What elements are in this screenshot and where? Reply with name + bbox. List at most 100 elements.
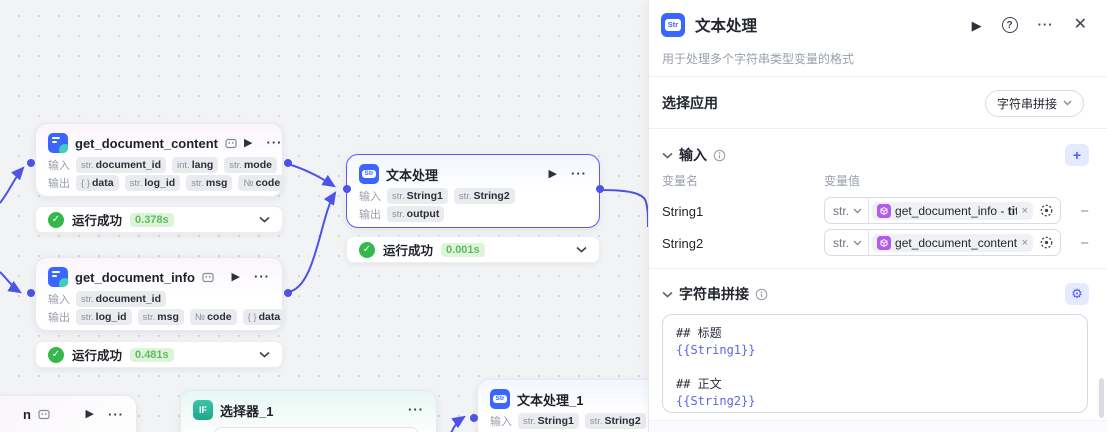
plugin-doc-icon	[48, 133, 68, 153]
chevron-down-icon	[853, 240, 862, 246]
node-inputs-row: 输入 str.document_id	[36, 290, 282, 308]
port-doc-content-in	[27, 159, 35, 167]
remove-reference-icon[interactable]: ×	[1021, 236, 1028, 249]
node-title: 选择器_1	[220, 403, 274, 419]
variable-table-header: 变量名 变量值	[662, 172, 1089, 189]
remove-reference-icon[interactable]: ×	[1021, 204, 1028, 217]
locate-node-icon[interactable]	[1039, 203, 1054, 218]
divider	[868, 198, 870, 223]
port-doc-info-in	[27, 289, 35, 297]
status-bar-text-proc[interactable]: ✓ 运行成功 0.001s	[346, 236, 600, 263]
variable-name: String1	[662, 203, 704, 219]
col-variable-name: 变量名	[662, 174, 699, 188]
concat-settings-gear-icon[interactable]: ⚙	[1065, 283, 1089, 305]
io-tag: str.String2	[453, 188, 515, 204]
divider	[649, 420, 1107, 421]
io-label: 输入	[48, 160, 70, 172]
select-app-label: 选择应用	[662, 95, 718, 111]
status-label: 运行成功	[72, 349, 123, 363]
edge-into-text-proc-1	[450, 415, 466, 432]
node-title: n	[23, 407, 31, 422]
workflow-canvas[interactable]: get_document_content ▶ ··· 输入 str.docume…	[0, 0, 648, 432]
node-more-button[interactable]: ···	[254, 269, 270, 285]
io-label: 输入	[490, 416, 512, 428]
chevron-down-icon[interactable]	[259, 216, 270, 223]
selector-condition-box[interactable]	[214, 427, 419, 432]
code-line-variable: {{String2}}	[676, 394, 756, 408]
node-more-button[interactable]: ···	[108, 406, 124, 422]
status-time: 0.001s	[441, 242, 485, 257]
collapse-icon[interactable]	[662, 152, 673, 159]
type-select[interactable]: str.	[825, 204, 868, 218]
add-variable-button[interactable]: +	[1065, 144, 1089, 166]
panel-more-button[interactable]: ···	[1037, 17, 1054, 33]
node-config-panel: Str 文本处理 ▶ ? ··· ✕ 用于处理多个字符串类型变量的格式 选择应用…	[648, 0, 1107, 432]
remove-variable-button[interactable]: −	[1080, 202, 1089, 220]
variable-value-input[interactable]: str. get_document_info - title ×	[824, 197, 1061, 224]
concat-section-title: 字符串拼接	[679, 286, 749, 302]
close-icon[interactable]: ✕	[1073, 16, 1087, 33]
node-title: get_document_content	[75, 135, 219, 151]
node-inputs-row: 输入 str.String1 str.String2	[347, 187, 599, 205]
node-run-button[interactable]: ▶	[244, 136, 253, 149]
help-icon[interactable]: ?	[1001, 17, 1018, 33]
io-label: 输出	[48, 178, 70, 190]
panel-title: 文本处理	[695, 18, 758, 35]
collapse-icon[interactable]	[662, 291, 673, 298]
port-doc-info-out	[284, 289, 292, 297]
app-select[interactable]: 字符串拼接	[984, 89, 1084, 117]
reference-tag[interactable]: get_document_info - title ×	[872, 201, 1033, 220]
panel-bottom-strip	[649, 421, 1107, 432]
node-more-button[interactable]: ···	[266, 135, 283, 151]
divider	[868, 230, 870, 255]
io-tag: str.String2	[584, 413, 646, 429]
status-bar-doc-info[interactable]: ✓ 运行成功 0.481s	[35, 341, 283, 368]
run-node-button[interactable]: ▶	[971, 17, 982, 33]
node-text-proc-1[interactable]: Str 文本处理_1 输入 str.String1 str.String2	[477, 379, 648, 432]
concat-template-editor[interactable]: ## 标题 {{String1}} ## 正文 {{String2}}	[662, 314, 1088, 413]
node-partial[interactable]: n ▶ ···	[0, 395, 137, 432]
edge-into-doc-content	[0, 166, 25, 204]
variable-row: String1 str. get_document_info - title ×…	[662, 197, 1089, 225]
io-tag: { }data	[242, 309, 286, 325]
type-select[interactable]: str.	[825, 236, 868, 250]
status-label: 运行成功	[383, 244, 434, 258]
node-more-button[interactable]: ···	[571, 166, 587, 182]
node-inputs-row: 输入 str.String1 str.String2	[478, 412, 648, 430]
node-get-document-content[interactable]: get_document_content ▶ ··· 输入 str.docume…	[35, 123, 286, 197]
node-run-button[interactable]: ▶	[548, 167, 557, 180]
io-tag: str.log_id	[76, 309, 132, 325]
panel-header: Str 文本处理 ▶ ? ··· ✕	[661, 10, 1087, 40]
remove-variable-button[interactable]: −	[1080, 234, 1089, 252]
variable-value-input[interactable]: str. get_document_content - c ×	[824, 229, 1061, 256]
status-bar-doc-content[interactable]: ✓ 运行成功 0.378s	[35, 206, 283, 233]
edge-doc-info-to-text-proc	[287, 191, 337, 293]
node-get-document-info[interactable]: get_document_info ▶ ··· 输入 str.document_…	[35, 257, 286, 331]
plugin-doc-icon	[48, 267, 68, 287]
io-tag: str.msg	[137, 309, 184, 325]
locate-node-icon[interactable]	[1039, 235, 1054, 250]
chevron-down-icon[interactable]	[576, 246, 587, 253]
node-more-button[interactable]: ···	[408, 402, 424, 418]
variable-row: String2 str. get_document_content - c × …	[662, 229, 1089, 257]
node-run-button[interactable]: ▶	[85, 408, 94, 420]
divider	[649, 76, 1107, 77]
io-label: 输出	[48, 312, 70, 324]
io-tag: str.log_id	[124, 175, 181, 191]
io-tag: str.output	[387, 206, 445, 222]
node-outputs-row: 输出 str.output	[347, 205, 599, 223]
status-time: 0.378s	[130, 212, 174, 227]
chevron-down-icon	[853, 208, 862, 214]
panel-scrollbar[interactable]	[1099, 378, 1104, 418]
node-run-button[interactable]: ▶	[231, 270, 240, 283]
app-select-value: 字符串拼接	[996, 96, 1057, 111]
chevron-down-icon	[1063, 100, 1072, 106]
node-selector-1[interactable]: IF 选择器_1 ···	[180, 390, 437, 432]
node-text-proc[interactable]: Str 文本处理 ▶ ··· 输入 str.String1 str.String…	[346, 154, 600, 228]
reference-tag[interactable]: get_document_content - c ×	[872, 233, 1033, 252]
chevron-down-icon[interactable]	[259, 351, 270, 358]
select-app-row: 选择应用 字符串拼接	[662, 78, 1084, 128]
